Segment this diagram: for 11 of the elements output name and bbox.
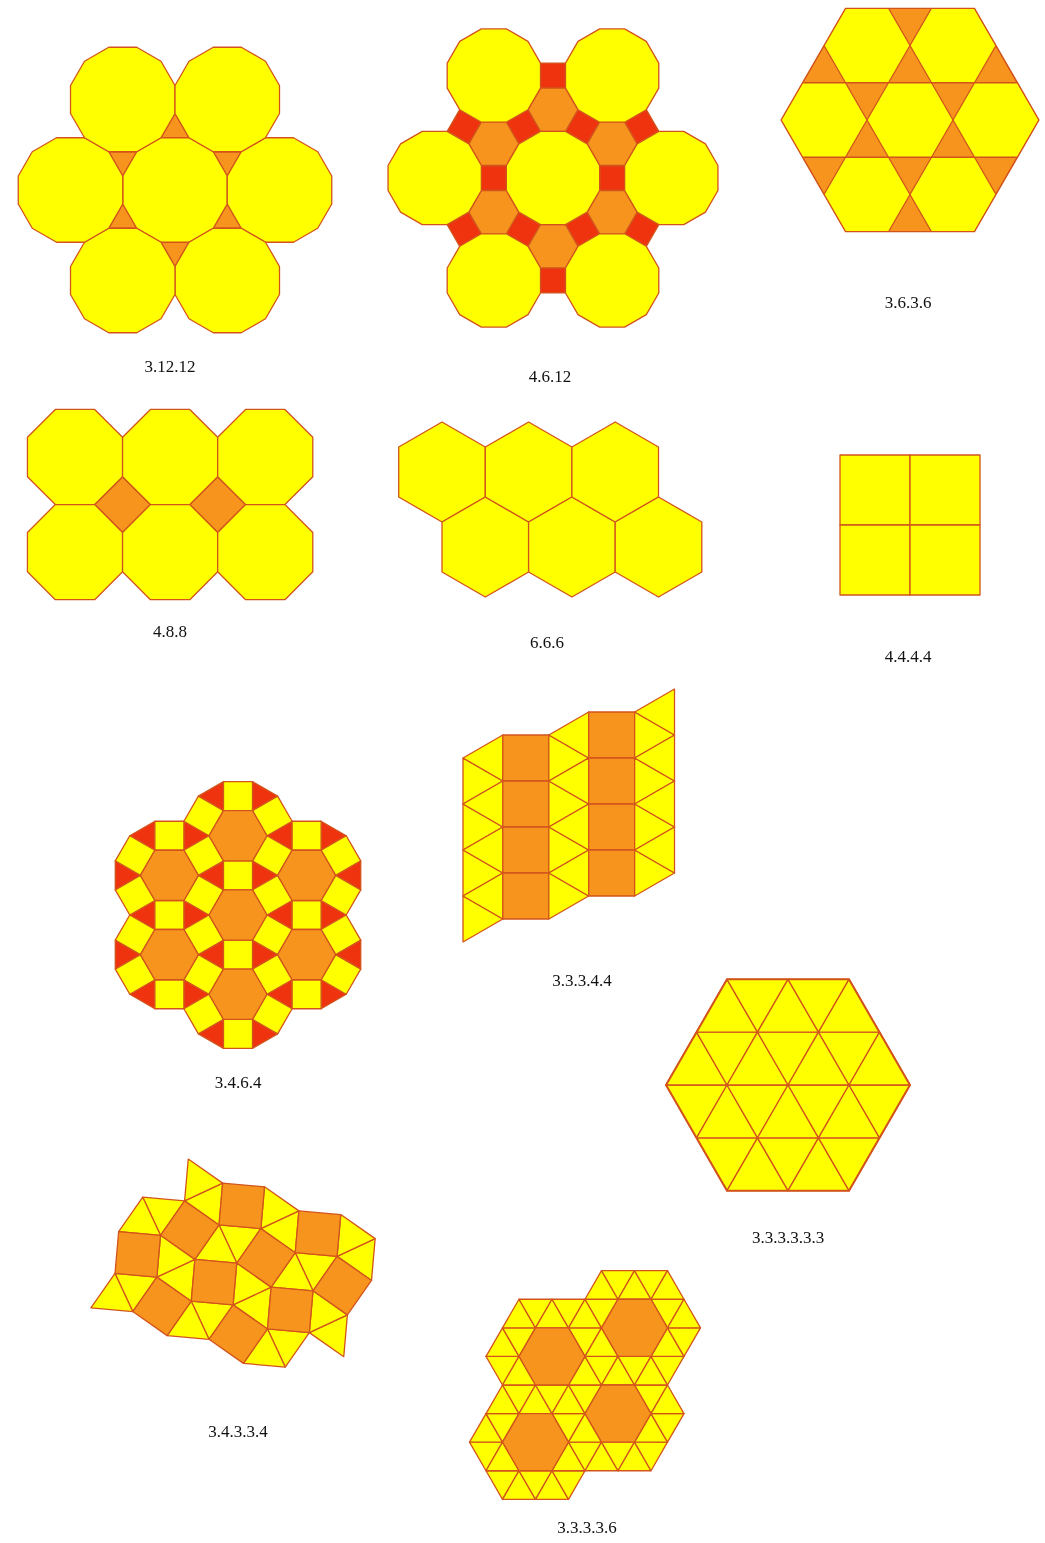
tiling-label: 3.4.3.3.4 (208, 1422, 268, 1442)
tiling-label: 6.6.6 (530, 633, 564, 653)
tiling-label: 3.4.6.4 (214, 1073, 262, 1093)
tiling-label: 3.6.3.6 (884, 293, 932, 313)
tiling-label: 3.12.12 (144, 357, 196, 377)
tiling-label: 4.6.12 (528, 367, 572, 387)
tiling-label: 4.8.8 (153, 622, 187, 642)
tiling-label: 3.3.3.3.6 (557, 1518, 617, 1538)
tiling-label: 3.3.3.4.4 (552, 971, 612, 991)
tiling-label: 3.3.3.3.3.3 (751, 1228, 825, 1248)
tiling-label: 4.4.4.4 (884, 647, 932, 667)
